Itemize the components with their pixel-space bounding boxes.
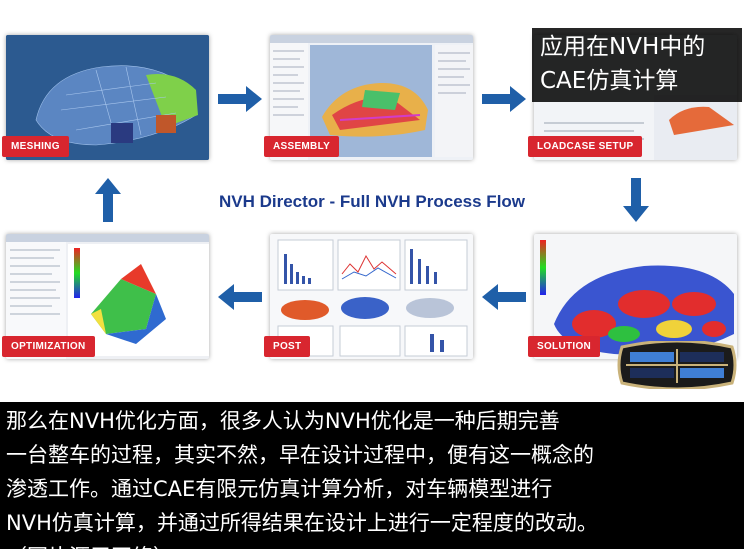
flow-title: NVH Director - Full NVH Process Flow: [0, 192, 744, 212]
arrow-right-icon: [218, 86, 262, 112]
caption-line: 渗透工作。通过CAE有限元仿真计算分析，对车辆模型进行: [6, 472, 744, 506]
stage-label-optimization: OPTIMIZATION: [2, 336, 95, 357]
stage-label-loadcase: LOADCASE SETUP: [528, 136, 642, 157]
caption-text: 那么在NVH优化方面，很多人认为NVH优化是一种后期完善 一台整车的过程，其实不…: [0, 402, 744, 549]
stage-label-post: POST: [264, 336, 310, 357]
stage-label-solution: SOLUTION: [528, 336, 600, 357]
caption-line: 一台整车的过程，其实不然，早在设计过程中，便有这一概念的: [6, 438, 744, 472]
brand-logo: [616, 341, 738, 389]
arrow-left-icon: [218, 284, 262, 310]
overlay-line: 应用在NVH中的: [540, 30, 742, 64]
caption-line: NVH仿真计算，并通过所得结果在设计上进行一定程度的改动。: [6, 506, 744, 540]
arrow-left-icon: [482, 284, 526, 310]
process-flow-figure: MESHING ASSEMBLY: [0, 0, 744, 402]
caption-line: （图片源于网络）: [6, 540, 744, 549]
stage-label-meshing: MESHING: [2, 136, 69, 157]
brand-logo-graphic: [616, 341, 738, 389]
caption-line: 那么在NVH优化方面，很多人认为NVH优化是一种后期完善: [6, 404, 744, 438]
overlay-line: CAE仿真计算: [540, 64, 742, 98]
title-overlay: 应用在NVH中的 CAE仿真计算: [532, 28, 742, 102]
arrow-right-icon: [482, 86, 526, 112]
stage-label-assembly: ASSEMBLY: [264, 136, 339, 157]
